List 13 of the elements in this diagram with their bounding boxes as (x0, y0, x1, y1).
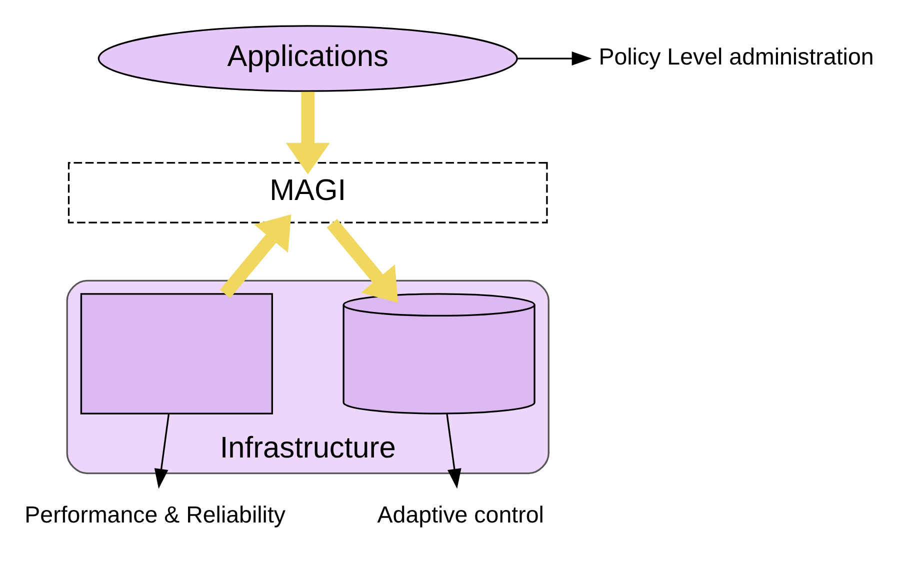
node-text: Performance & Reliability (24, 501, 286, 528)
arrow (517, 51, 592, 65)
node-box: MAGI (68, 161, 548, 223)
arrow (286, 91, 330, 174)
cluster: Infrastructure (66, 279, 550, 474)
node-text: Policy Level administration (598, 43, 874, 70)
node-box (80, 292, 273, 414)
arrow (446, 413, 462, 488)
arrow (220, 214, 292, 298)
arrow (154, 413, 170, 488)
arrow (326, 218, 398, 302)
node-text: Adaptive control (377, 501, 544, 528)
node-ellipse: Applications (98, 24, 518, 92)
